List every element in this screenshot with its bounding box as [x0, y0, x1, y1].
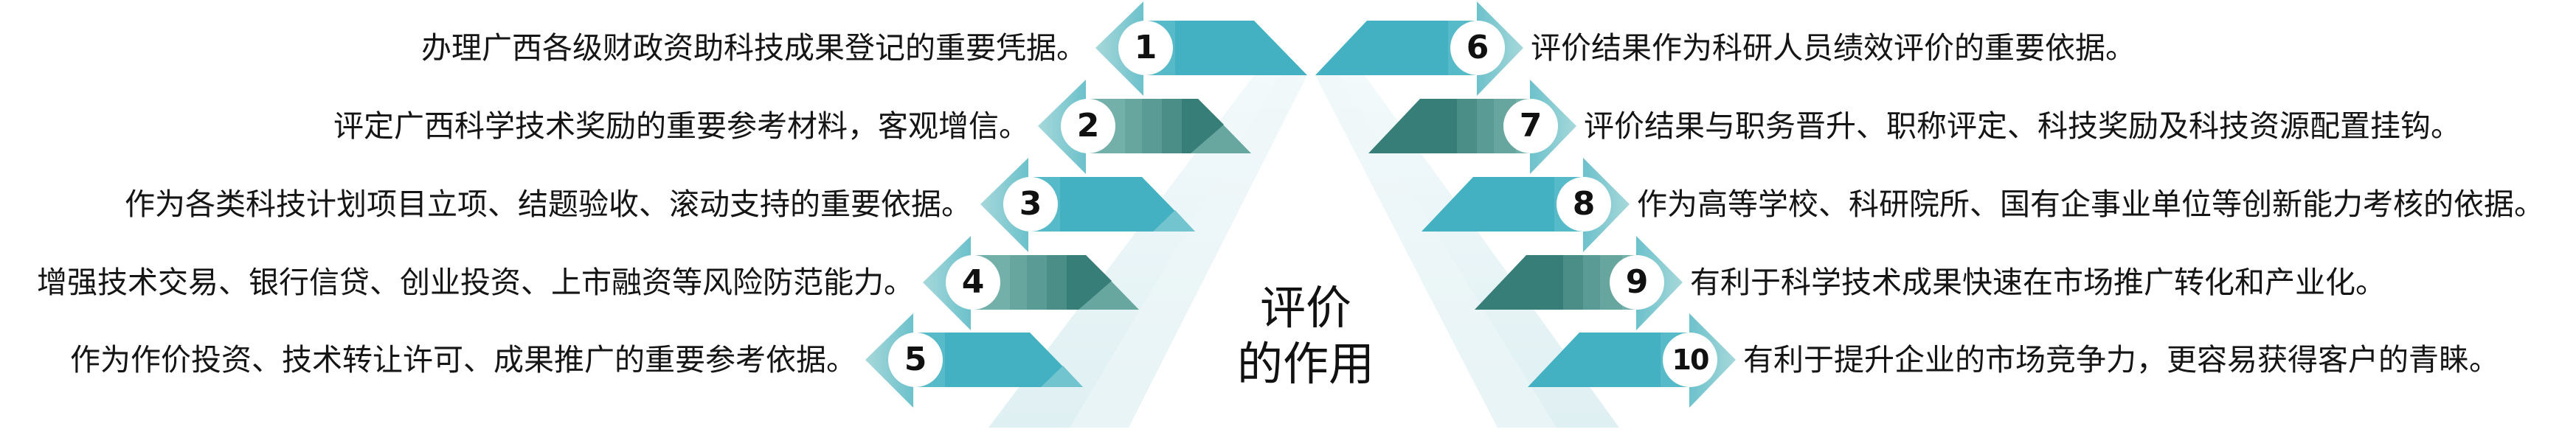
right-item-shape-8 [1422, 158, 1630, 252]
title-line-2: 的作用 [1236, 337, 1374, 391]
right-shapes [1315, 1, 1736, 408]
number-badge: 10 [1672, 344, 1710, 376]
number-badge-circle [1118, 21, 1173, 75]
number-badge-circle [946, 255, 1000, 310]
left-item-shape-2 [1038, 80, 1251, 174]
left-item-text: 评定广西科学技术奖励的重要参考材料，客观增信。 [333, 108, 1029, 144]
diagram-title: 评价 的作用 [1225, 280, 1387, 392]
number-badge-circle [1061, 99, 1115, 153]
number-badge: 1 [1134, 29, 1157, 66]
number-badge: 8 [1572, 185, 1596, 223]
number-badge: 9 [1625, 263, 1649, 301]
left-item-shape-5 [865, 313, 1083, 408]
background-bands [988, 75, 1619, 428]
number-badge: 3 [1019, 185, 1042, 223]
title-line-1: 评价 [1259, 281, 1351, 335]
left-item-shape-1 [1095, 1, 1307, 96]
right-item-shape-6 [1315, 1, 1523, 96]
left-shapes [865, 1, 1307, 408]
number-badge-circle [1003, 177, 1058, 232]
left-item-text: 增强技术交易、银行信贷、创业投资、上市融资等风险防范能力。 [37, 265, 914, 300]
right-item-shape-7 [1368, 80, 1576, 174]
right-item-text: 有利于科学技术成果快速在市场推广转化和产业化。 [1690, 265, 2386, 300]
number-badge-circle [1557, 177, 1611, 232]
right-item-text: 评价结果作为科研人员绩效评价的重要依据。 [1531, 30, 2136, 66]
number-badge: 4 [961, 263, 985, 301]
left-item-text: 办理广西各级财政资助科技成果登记的重要凭据。 [421, 30, 1087, 66]
left-item-text: 作为作价投资、技术转让许可、成果推广的重要参考依据。 [70, 342, 856, 377]
number-badge-circle [1610, 255, 1664, 310]
number-badge-circle [1663, 333, 1717, 387]
right-item-shape-10 [1528, 313, 1736, 408]
number-badge: 2 [1076, 107, 1100, 145]
number-badge: 5 [904, 341, 927, 378]
right-item-shape-9 [1475, 236, 1683, 330]
number-badge-circle [1503, 99, 1558, 153]
left-item-shape-3 [980, 158, 1195, 252]
number-badge-circle [888, 333, 943, 387]
right-item-text: 作为高等学校、科研院所、国有企事业单位等创新能力考核的依据。 [1637, 187, 2544, 222]
number-badge-circle [1450, 21, 1505, 75]
left-item-text: 作为各类科技计划项目立项、结题验收、滚动支持的重要依据。 [125, 187, 972, 222]
number-badge: 6 [1466, 29, 1489, 66]
right-item-text: 评价结果与职务晋升、职称评定、科技奖励及科技资源配置挂钩。 [1584, 108, 2461, 144]
left-item-shape-4 [923, 236, 1139, 330]
right-item-text: 有利于提升企业的市场竞争力，更容易获得客户的青睐。 [1743, 342, 2499, 377]
number-badge: 7 [1519, 107, 1543, 145]
